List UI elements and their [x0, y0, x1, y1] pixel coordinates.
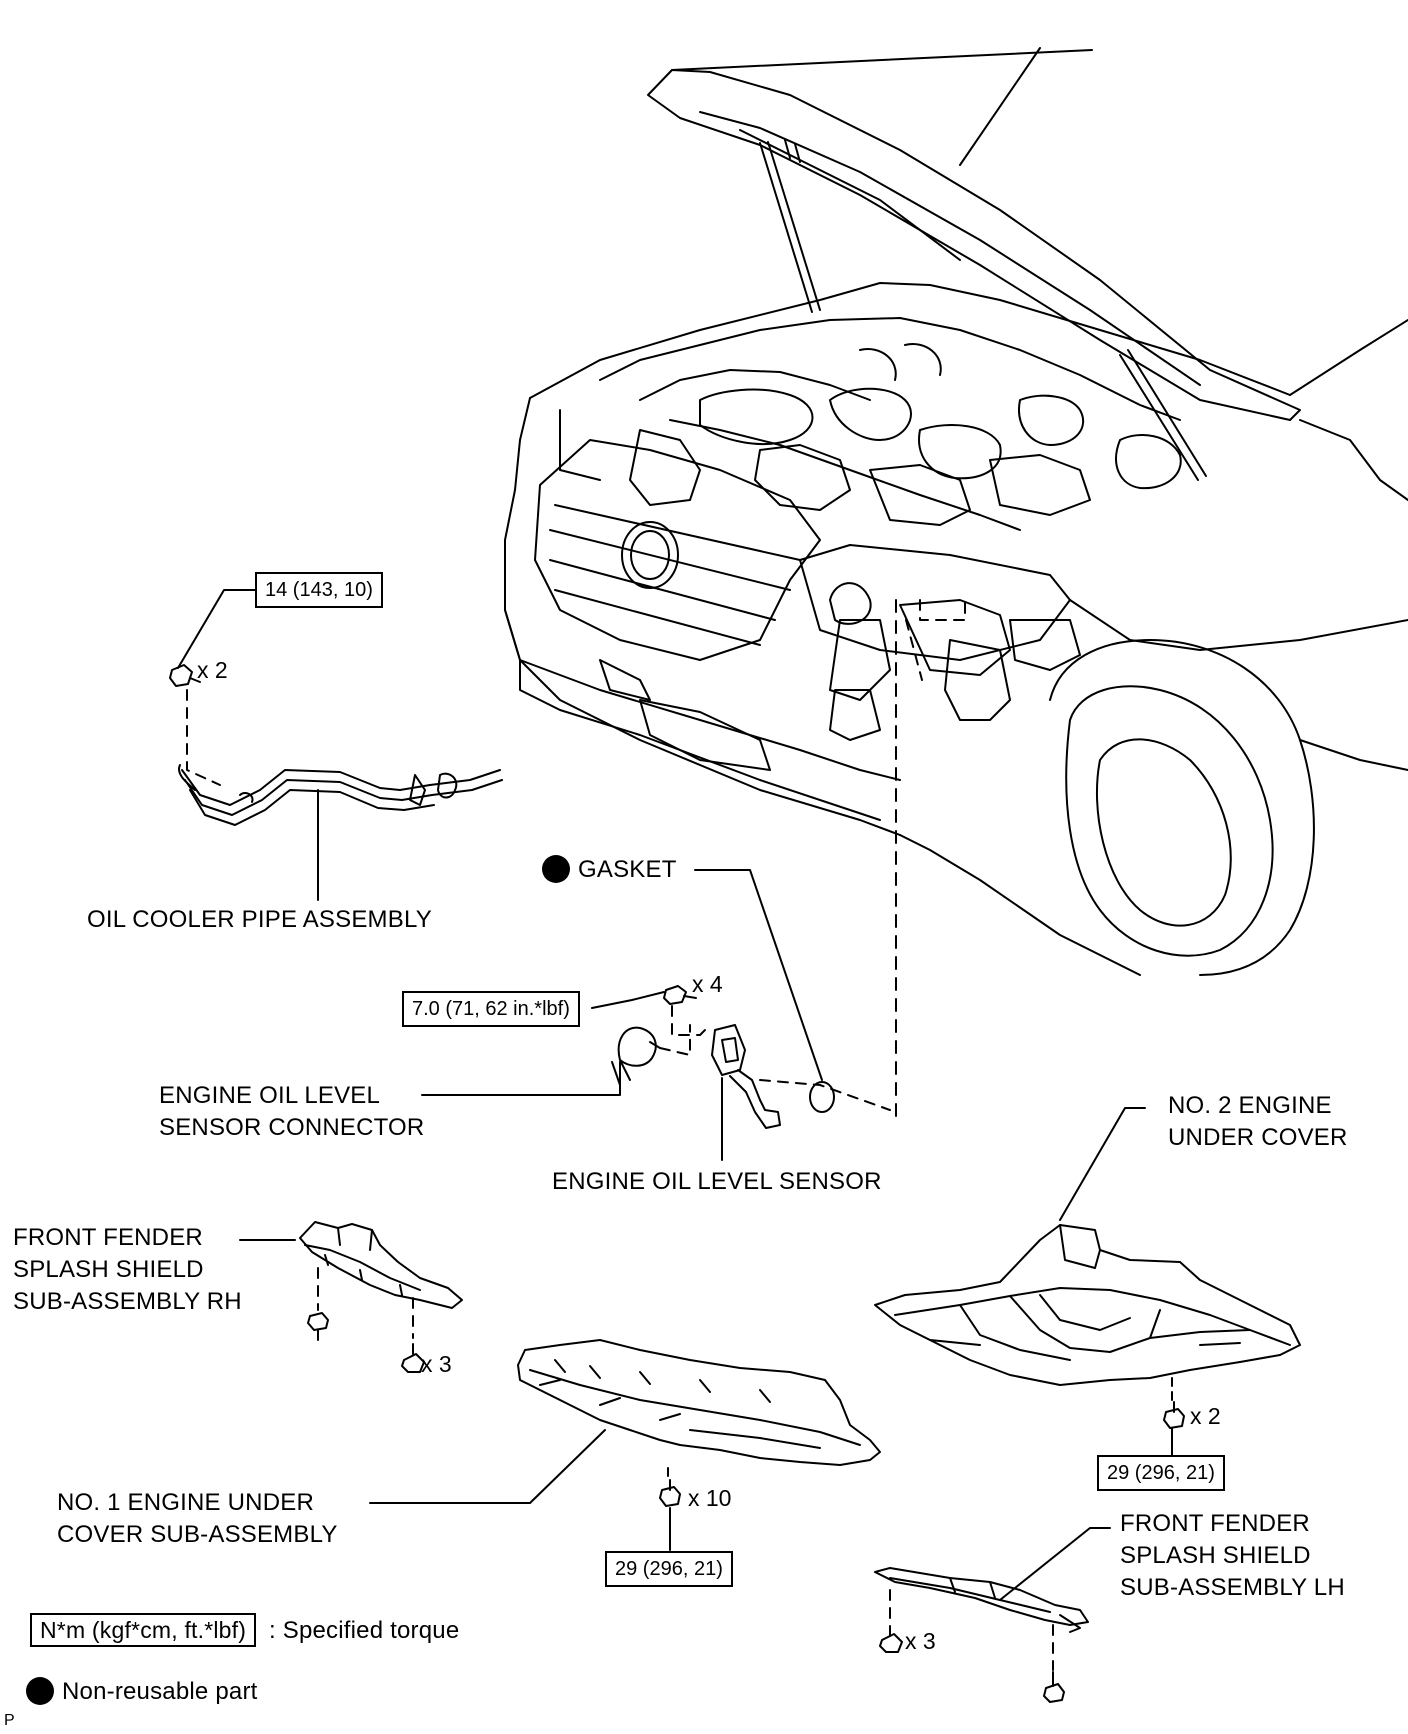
oil-level-sensor-illustration	[711, 1024, 781, 1129]
fender-lh-quantity: x 3	[905, 1628, 936, 1654]
torque-legend: N*m (kgf*cm, ft.*lbf) : Specified torque	[30, 1613, 460, 1647]
oil-level-connector-label-line1: ENGINE OIL LEVEL	[159, 1082, 381, 1109]
no2-under-cover-label-line1: NO. 2 ENGINE	[1168, 1092, 1332, 1119]
fender-rh-label-line2: SPLASH SHIELD	[13, 1256, 204, 1283]
oil-level-sensor-label: ENGINE OIL LEVEL SENSOR	[552, 1168, 882, 1195]
sensor-torque-leader	[591, 991, 665, 1009]
sensor-torque-value: 7.0 (71, 62 in.*lbf)	[402, 991, 580, 1027]
fender-lh-label-leader	[999, 1527, 1111, 1601]
no2-under-cover-illustration	[874, 1224, 1301, 1386]
no2-bolt-quantity: x 2	[1190, 1403, 1221, 1429]
fender-lh-illustration	[874, 1567, 1089, 1633]
nonreusable-legend: Non-reusable part	[26, 1676, 258, 1708]
pipe-bolt-icon	[169, 664, 201, 687]
non-reusable-dot-icon	[542, 854, 570, 883]
fender-lh-label: FRONT FENDER SPLASH SHIELD SUB-ASSEMBLY …	[1120, 1508, 1345, 1604]
vehicle-illustration	[504, 47, 1408, 1121]
non-reusable-legend-dot-icon	[26, 1676, 54, 1705]
oil-cooler-pipe-illustration	[178, 764, 503, 826]
connector-dashed-line	[659, 1024, 691, 1056]
nonreusable-legend-text: Non-reusable part	[62, 1678, 258, 1705]
fender-rh-label-line1: FRONT FENDER	[13, 1224, 203, 1251]
no1-under-cover-label: NO. 1 ENGINE UNDER COVER SUB-ASSEMBLY	[57, 1487, 338, 1551]
pipe-bolt-quantity: x 2	[197, 657, 228, 683]
fender-lh-label-line3: SUB-ASSEMBLY LH	[1120, 1574, 1345, 1601]
pipe-torque-value: 14 (143, 10)	[255, 572, 383, 608]
connector-label-leader	[421, 1061, 621, 1096]
no2-under-cover-label: NO. 2 ENGINE UNDER COVER	[1168, 1090, 1348, 1154]
no1-torque-value: 29 (296, 21)	[605, 1551, 733, 1587]
gasket-dashed-line	[759, 1079, 891, 1111]
fender-rh-clip-icon	[401, 1343, 425, 1373]
torque-legend-box: N*m (kgf*cm, ft.*lbf)	[30, 1613, 257, 1647]
no1-under-cover-label-line1: NO. 1 ENGINE UNDER	[57, 1489, 314, 1516]
sensor-bolt-dashed-line	[671, 1005, 706, 1036]
no1-under-cover-illustration	[517, 1339, 881, 1466]
pipe-bolt-dashed-line	[186, 689, 221, 786]
sensor-bolt-quantity: x 4	[692, 971, 723, 997]
no2-bolt-icon	[1163, 1401, 1185, 1429]
no2-torque-value: 29 (296, 21)	[1097, 1455, 1225, 1491]
fender-rh-quantity: x 3	[421, 1351, 452, 1377]
fender-lh-bolt-icon	[1043, 1671, 1065, 1703]
fender-lh-clip-icon	[879, 1627, 903, 1653]
torque-legend-text: : Specified torque	[269, 1617, 460, 1644]
fender-lh-label-line1: FRONT FENDER	[1120, 1510, 1310, 1537]
no2-under-cover-label-line2: UNDER COVER	[1168, 1124, 1348, 1151]
oil-level-connector-label: ENGINE OIL LEVEL SENSOR CONNECTOR	[159, 1080, 424, 1144]
no1-bolt-quantity: x 10	[688, 1485, 732, 1511]
no1-under-cover-label-line2: COVER SUB-ASSEMBLY	[57, 1521, 338, 1548]
gasket-label: GASKET	[542, 854, 677, 886]
figure-code: P	[4, 1712, 15, 1729]
oil-level-connector-label-line2: SENSOR CONNECTOR	[159, 1114, 425, 1141]
fender-rh-label-line3: SUB-ASSEMBLY RH	[13, 1288, 242, 1315]
gasket-label-text: GASKET	[578, 856, 677, 883]
sensor-bolt-icon	[663, 985, 697, 1005]
no1-bolt-icon	[659, 1479, 681, 1507]
fender-lh-label-line2: SPLASH SHIELD	[1120, 1542, 1311, 1569]
fender-rh-bolt-icon	[307, 1312, 329, 1341]
fender-rh-illustration	[299, 1221, 463, 1309]
no1-label-leader	[369, 1429, 606, 1504]
oil-level-connector-illustration	[611, 1026, 661, 1086]
gasket-label-leader	[694, 869, 823, 1081]
fender-rh-label: FRONT FENDER SPLASH SHIELD SUB-ASSEMBLY …	[13, 1222, 242, 1318]
gasket-illustration	[809, 1081, 835, 1113]
oil-cooler-pipe-label: OIL COOLER PIPE ASSEMBLY	[87, 906, 432, 933]
no2-label-leader	[1059, 1107, 1146, 1221]
pipe-torque-leader	[177, 589, 256, 669]
